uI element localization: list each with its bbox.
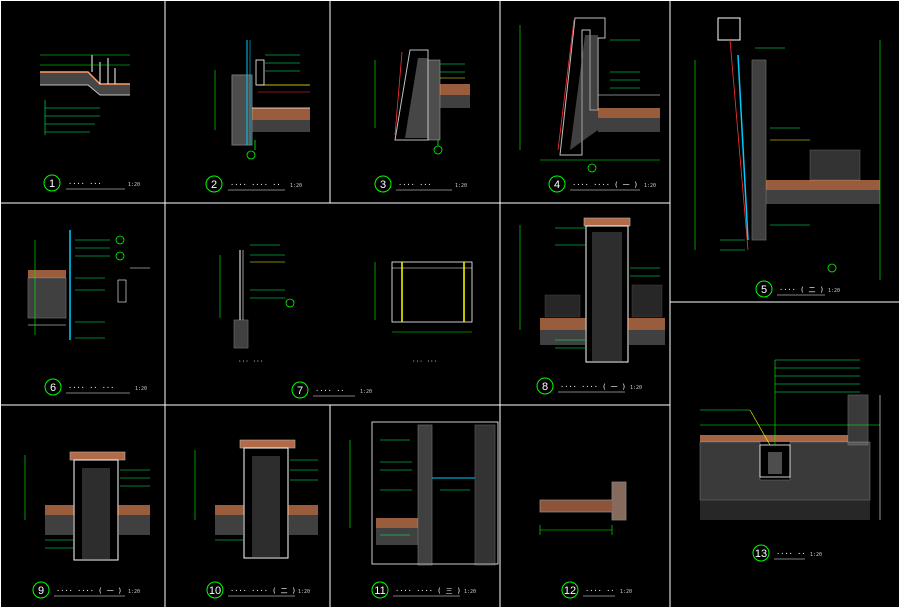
detail-5-drawing (694, 17, 881, 280)
detail-12-title: 12 ···· ·· 1:20 (561, 581, 632, 599)
detail-4-number: 4 (554, 179, 560, 191)
detail-13-scale: 1:20 (810, 552, 822, 558)
detail-6-number: 6 (50, 382, 56, 394)
detail-3-drawing (374, 49, 470, 155)
detail-10-scale: 1:20 (298, 589, 310, 595)
detail-6-drawing (27, 230, 150, 340)
detail-11-number: 11 (374, 585, 385, 597)
detail-9-number: 9 (38, 585, 44, 597)
detail-7-left-sublabel: ··· ··· (238, 358, 263, 365)
detail-8-drawing (519, 217, 665, 363)
detail-3-scale: 1:20 (455, 183, 467, 189)
detail-9-scale: 1:20 (128, 589, 140, 595)
detail-9-title: 9 ···· ···· ( 一 ) 1:20 (32, 581, 140, 599)
detail-5-title: 5 ···· ( 二 ) 1:20 (755, 280, 840, 298)
detail-1-title: 1 ···· ··· 1:20 (43, 174, 140, 192)
detail-11-scale: 1:20 (464, 589, 476, 595)
detail-10-label: ···· ···· ( 二 ) (230, 587, 296, 595)
detail-1-label: ···· ··· (68, 180, 102, 188)
detail-4-scale: 1:20 (644, 183, 656, 189)
detail-4-label: ···· ···· ( 一 ) (572, 181, 638, 189)
detail-8-label: ···· ···· ( 一 ) (560, 383, 626, 391)
detail-10-number: 10 (209, 585, 221, 597)
detail-6-title: 6 ···· ·· ··· 1:20 (44, 378, 147, 396)
detail-9-label: ···· ···· ( 一 ) (56, 587, 122, 595)
detail-7-scale: 1:20 (360, 389, 372, 395)
detail-11-title: 11 ···· ···· ( 三 ) 1:20 (371, 581, 476, 599)
detail-6-label: ···· ·· ··· (68, 384, 114, 392)
detail-7-number: 7 (297, 385, 303, 397)
detail-3-label: ···· ··· (398, 181, 432, 189)
detail-2-drawing (214, 40, 310, 160)
detail-11-drawing (349, 421, 499, 566)
detail-7-title: 7 ···· ·· 1:20 (291, 381, 372, 399)
detail-11-label: ···· ···· ( 三 ) (395, 587, 461, 595)
detail-13-number: 13 (755, 548, 767, 560)
detail-7-label: ···· ·· (315, 387, 345, 395)
detail-8-title: 8 ···· ···· ( 一 ) 1:20 (536, 377, 642, 395)
detail-7-drawing: ··· ··· ··· ··· (219, 244, 473, 365)
detail-13-title: 13 ···· ·· 1:20 (752, 544, 822, 562)
detail-10-drawing (194, 439, 318, 559)
detail-12-label: ···· ·· (585, 587, 615, 595)
detail-5-label: ···· ( 二 ) (779, 286, 824, 294)
detail-4-drawing (519, 17, 660, 173)
detail-2-scale: 1:20 (290, 183, 302, 189)
detail-2-number: 2 (211, 179, 217, 191)
detail-6-scale: 1:20 (135, 386, 147, 392)
detail-5-number: 5 (761, 284, 767, 296)
detail-1-scale: 1:20 (128, 182, 140, 188)
detail-3-number: 3 (380, 179, 386, 191)
detail-3-title: 3 ···· ··· 1:20 (374, 175, 467, 193)
detail-8-number: 8 (542, 381, 548, 393)
detail-2-label: ···· ···· ·· (230, 181, 281, 189)
detail-1-drawing (40, 54, 130, 135)
detail-2-title: 2 ···· ···· ·· 1:20 (205, 175, 302, 193)
detail-8-scale: 1:20 (630, 385, 642, 391)
detail-4-title: 4 ···· ···· ( 一 ) 1:20 (548, 175, 656, 193)
detail-12-scale: 1:20 (620, 589, 632, 595)
detail-1-number: 1 (49, 178, 55, 190)
detail-13-label: ···· ·· (776, 550, 806, 558)
detail-12-drawing (539, 481, 627, 535)
detail-9-drawing (24, 451, 150, 561)
detail-5-scale: 1:20 (828, 288, 840, 294)
detail-10-title: 10 ···· ···· ( 二 ) 1:20 (206, 581, 310, 599)
detail-7-right-sublabel: ··· ··· (412, 358, 437, 365)
detail-12-number: 12 (564, 585, 576, 597)
detail-13-drawing (699, 359, 881, 520)
